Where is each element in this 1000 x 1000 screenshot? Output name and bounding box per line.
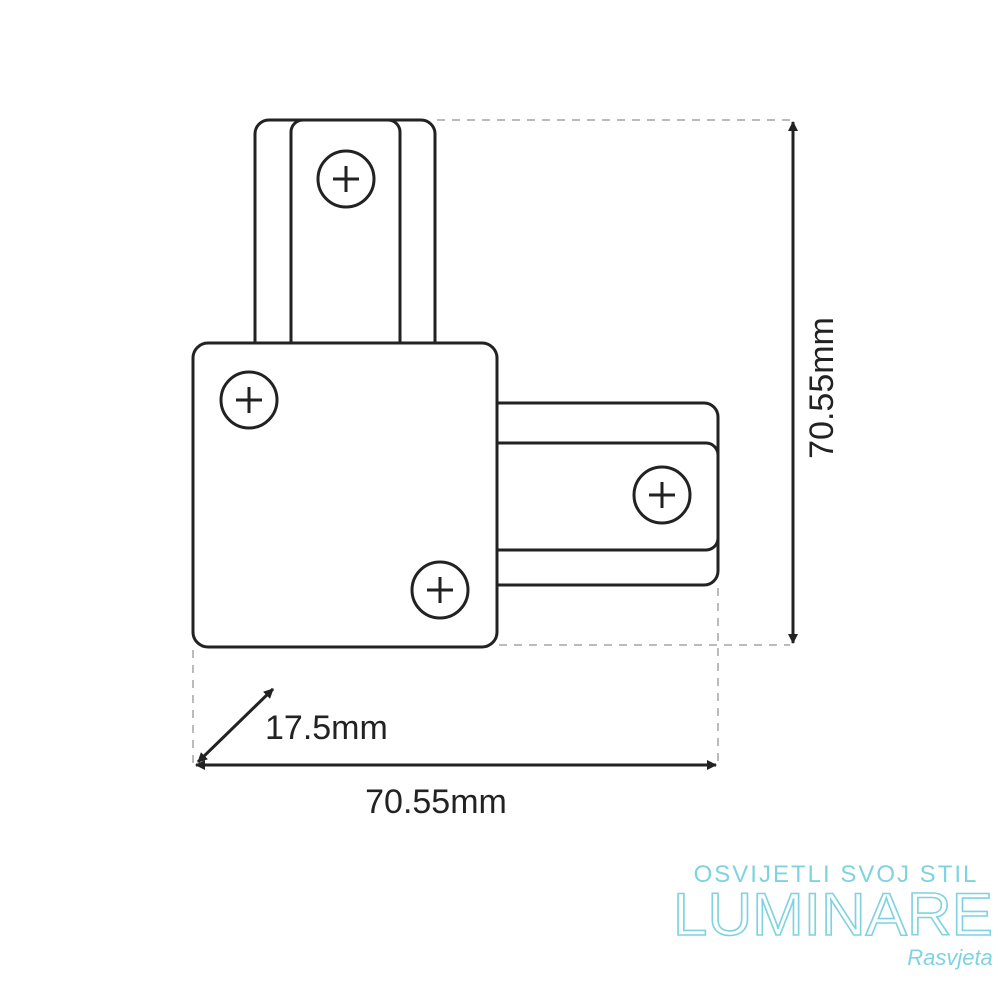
screw-icon: [632, 465, 692, 525]
logo-tagline: OSVIJETLI SVOJ STIL: [694, 861, 979, 888]
height-label: 70.55mm: [803, 317, 841, 459]
width-label: 70.55mm: [365, 783, 507, 821]
extension-lines: [192, 119, 790, 765]
screw-icon: [410, 560, 470, 620]
depth-arrow: [196, 687, 275, 764]
logo-brand: LUMINARE: [673, 881, 993, 948]
depth-label: 17.5mm: [265, 709, 388, 747]
screw-icon: [316, 149, 376, 209]
screw-icon: [219, 370, 279, 430]
logo-sub: Rasvjeta: [907, 945, 993, 970]
luminare-logo: OSVIJETLI SVOJ STIL LUMINARE Rasvjeta: [672, 861, 994, 970]
